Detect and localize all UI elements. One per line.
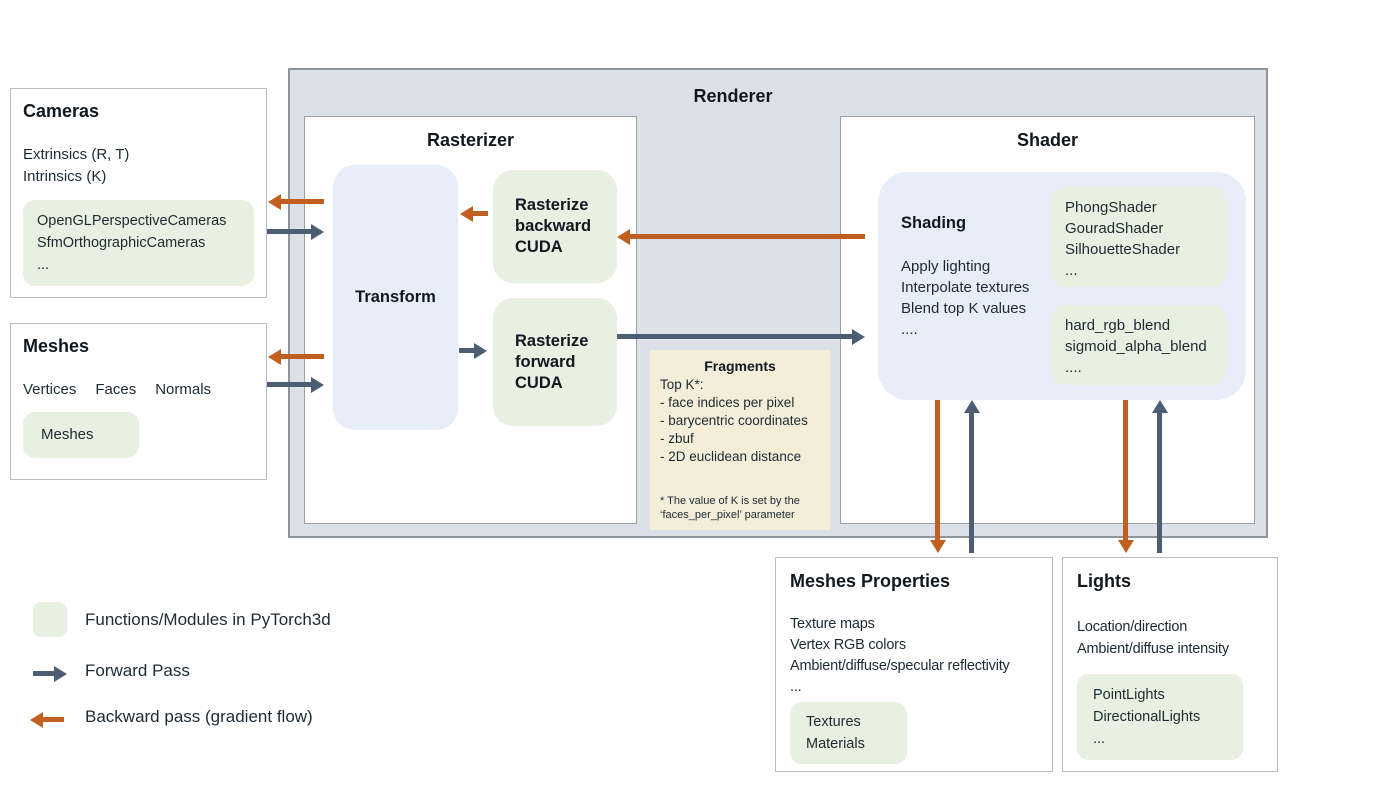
transform-block: Transform (333, 165, 458, 430)
backward-arrow-transform-to-cameras (281, 199, 324, 204)
fragments-note: Fragments Top K*: - face indices per pix… (650, 350, 830, 530)
legend-modules-swatch (33, 602, 67, 637)
fragments-title: Fragments (704, 358, 776, 374)
renderer-title: Renderer (693, 86, 773, 106)
legend-forward-arrow-icon (33, 671, 54, 676)
legend-backward-arrow-icon (43, 717, 64, 722)
legend-modules-label: Functions/Modules in PyTorch3d (85, 610, 331, 629)
shader-title: Shader (1016, 130, 1079, 150)
rasterize-forward-cuda-block: Rasterize forward CUDA (493, 298, 617, 426)
forward-arrow-lights-to-shading (1157, 413, 1162, 553)
cameras-panel: Cameras Extrinsics (R, T) Intrinsics (K)… (10, 88, 267, 298)
lights-modules: PointLights DirectionalLights ... (1077, 674, 1243, 760)
cameras-attributes: Extrinsics (R, T) Intrinsics (K) (23, 146, 130, 185)
blend-functions: hard_rgb_blend sigmoid_alpha_blend .... (1051, 305, 1226, 385)
forward-arrow-meshes-properties-to-shading (969, 413, 974, 553)
legend-forward-label: Forward Pass (85, 661, 190, 680)
backward-arrow-shading-to-lights (1123, 400, 1128, 540)
forward-arrow-cameras-to-transform (267, 229, 311, 234)
meshes-attr-vertices: Vertices (23, 381, 77, 398)
lights-title: Lights (1077, 571, 1131, 591)
shader-box: Shader Shading Apply lighting Interpolat… (840, 116, 1255, 524)
rasterizer-title: Rasterizer (426, 130, 515, 150)
lights-panel: Lights Location/direction Ambient/diffus… (1062, 557, 1278, 772)
forward-arrow-meshes-to-transform (267, 382, 311, 387)
meshes-title: Meshes (23, 336, 90, 356)
lights-attributes: Location/direction Ambient/diffuse inten… (1077, 619, 1229, 657)
meshes-attr-normals: Normals (155, 381, 212, 398)
shading-block: Shading Apply lighting Interpolate textu… (878, 172, 1246, 400)
meshes-properties-panel: Meshes Properties Texture maps Vertex RG… (775, 557, 1053, 772)
rasterizer-box: Rasterizer Transform Rasterize backward … (304, 116, 637, 524)
shader-modules: PhongShader GouradShader SilhouetteShade… (1051, 187, 1226, 287)
fragments-footnote: * The value of K is set by the ‘faces_pe… (660, 495, 800, 521)
cameras-title: Cameras (23, 101, 100, 121)
backward-arrow-transform-to-meshes (281, 354, 324, 359)
forward-arrow-transform-to-rasterize-forward (459, 348, 474, 353)
meshes-panel: Meshes Vertices Faces Normals Meshes (10, 323, 267, 480)
backward-arrow-shading-to-meshes-properties (935, 400, 940, 540)
legend-backward-label: Backward pass (gradient flow) (85, 707, 313, 726)
meshes-attr-faces: Faces (95, 381, 137, 398)
rasterize-backward-cuda-block: Rasterize backward CUDA (493, 170, 617, 283)
backward-arrow-shading-to-rasterize-backward (630, 234, 865, 239)
backward-arrow-rasterize-backward-to-transform (473, 211, 488, 216)
renderer-container: Renderer Rasterizer Transform Rasterize … (288, 68, 1268, 538)
meshes-properties-title: Meshes Properties (790, 571, 951, 591)
cameras-modules: OpenGLPerspectiveCameras SfmOrthographic… (23, 200, 254, 286)
fragments-details: Top K*: - face indices per pixel - baryc… (660, 377, 808, 464)
forward-arrow-rasterize-forward-to-shading (617, 334, 852, 339)
meshes-properties-attributes: Texture maps Vertex RGB colors Ambient/d… (790, 616, 1010, 695)
meshes-modules: Meshes (23, 412, 139, 458)
meshes-attributes: Vertices Faces Normals (23, 381, 254, 398)
shading-title: Shading (901, 214, 967, 232)
shading-steps: Apply lighting Interpolate textures Blen… (901, 258, 1030, 338)
meshes-properties-modules: Textures Materials (790, 702, 907, 764)
